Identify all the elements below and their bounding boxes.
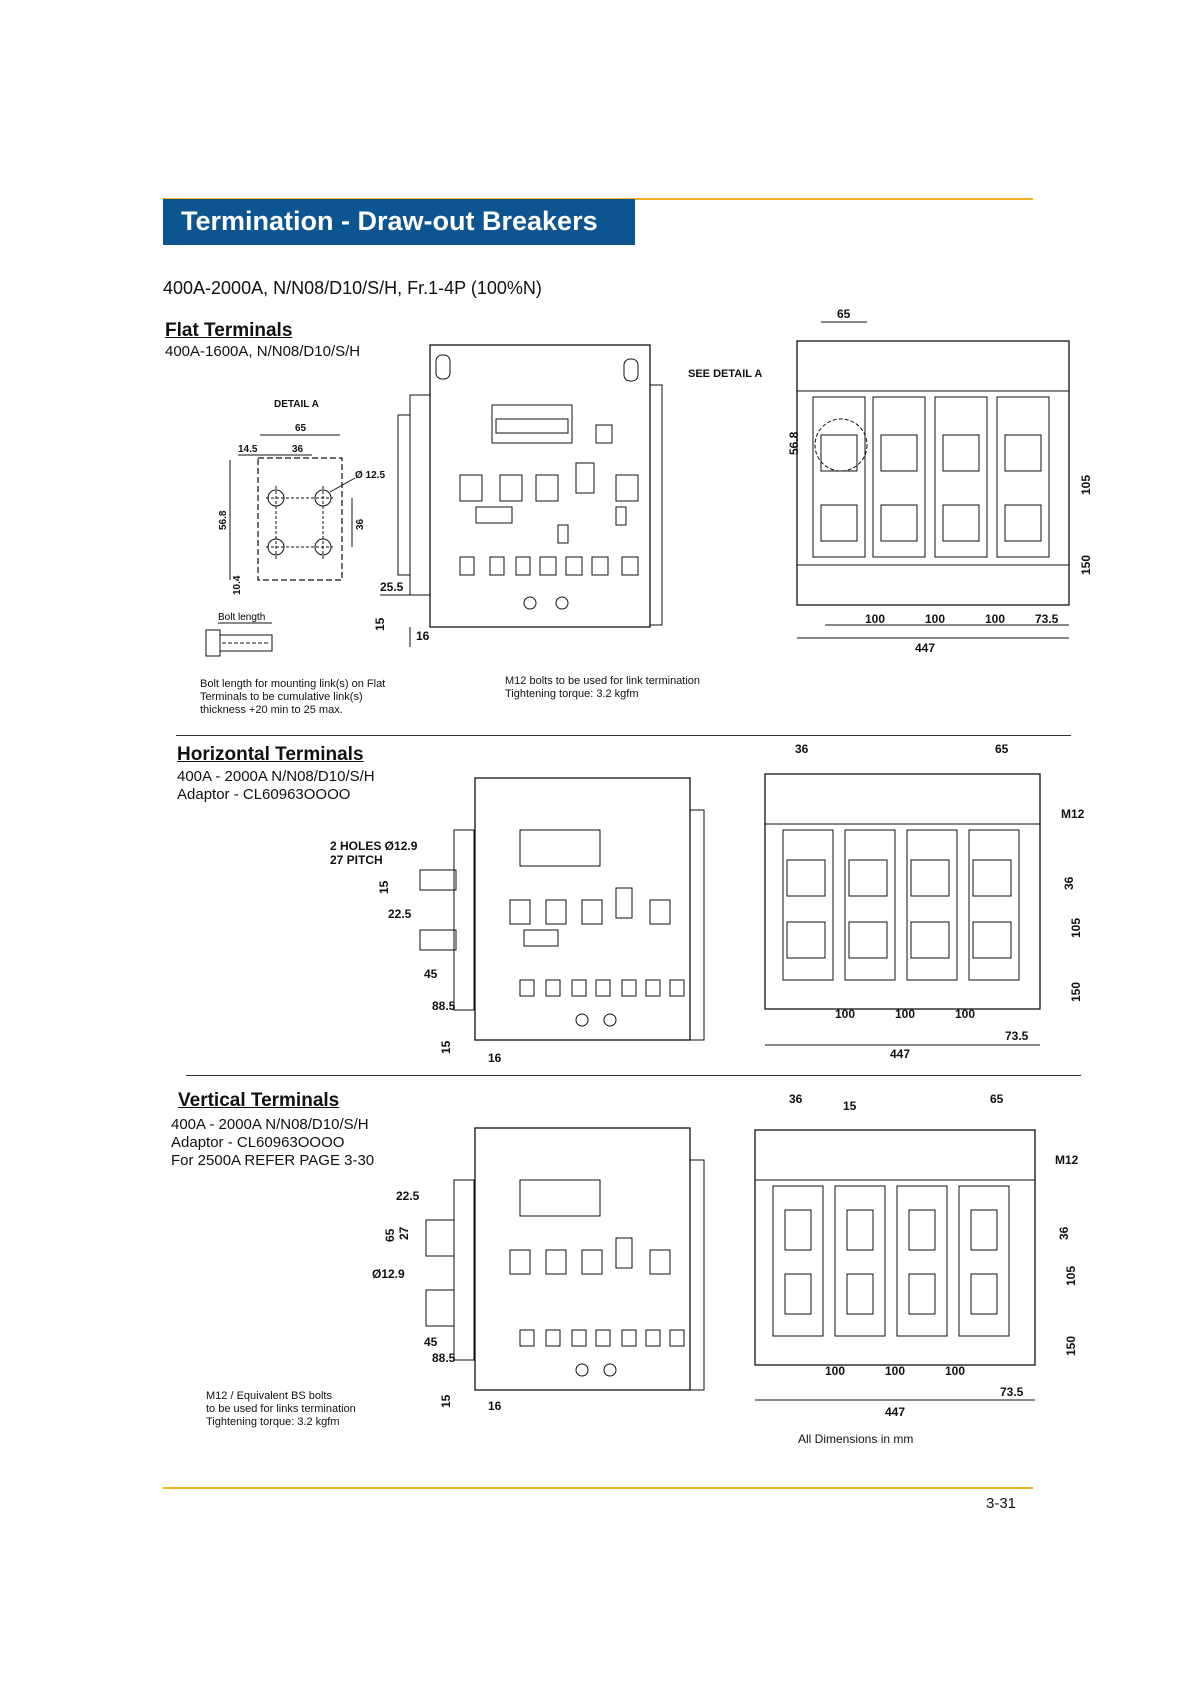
dim-detail-dia: Ø 12.5: [355, 470, 385, 481]
dim-h-f65: 65: [995, 742, 1009, 756]
dim-v-f150: 150: [1064, 1336, 1078, 1356]
dim-front-100a: 100: [865, 612, 885, 626]
dim-side-15: 15: [373, 617, 387, 631]
dim-h-s22-5: 22.5: [388, 907, 412, 921]
dim-detail-14-5: 14.5: [238, 444, 258, 455]
dim-v-f65: 65: [990, 1092, 1004, 1106]
dim-h-s15: 15: [377, 880, 391, 894]
dim-v-s22-5: 22.5: [396, 1189, 420, 1203]
dim-v-f100c: 100: [945, 1364, 965, 1378]
dim-v-f100a: 100: [825, 1364, 845, 1378]
dim-detail-36-side: 36: [355, 518, 366, 530]
dim-h-f36b: 36: [1062, 876, 1076, 890]
dim-h-s15b: 15: [439, 1040, 453, 1054]
dim-v-f36b: 36: [1057, 1226, 1071, 1240]
dim-v-f36: 36: [789, 1092, 803, 1106]
dim-v-fM12: M12: [1055, 1153, 1079, 1167]
divider-2: [186, 1075, 1081, 1076]
dim-h-s16: 16: [488, 1051, 502, 1065]
horizontal-side-view: 2 HOLES Ø12.9 27 PITCH 15 22.5 45 88.5 1…: [330, 777, 705, 1065]
dim-h-s88-5: 88.5: [432, 999, 456, 1013]
vertical-side-view: 22.5 65 27 Ø12.9 45 88.5 15 16: [372, 1127, 705, 1413]
dim-front-73-5: 73.5: [1035, 612, 1059, 626]
flat-m12-note: M12 bolts to be used for link terminatio…: [505, 675, 701, 700]
dim-h-f105: 105: [1069, 918, 1083, 938]
vertical-heading: Vertical Terminals: [178, 1090, 340, 1111]
all-dimensions-note: All Dimensions in mm: [798, 1432, 914, 1446]
vertical-bolt-note: M12 / Equivalent BS bolts to be used for…: [206, 1390, 356, 1428]
bolt-length-label: Bolt length: [218, 612, 265, 623]
dim-v-f105: 105: [1064, 1266, 1078, 1286]
dim-front-56-8: 56.8: [787, 431, 801, 455]
dim-h-fM12: M12: [1061, 807, 1085, 821]
horizontal-heading: Horizontal Terminals: [177, 744, 364, 765]
horizontal-sub2: Adaptor - CL60963OOOO: [177, 786, 351, 803]
dim-h-f36: 36: [795, 742, 809, 756]
dim-front-65: 65: [837, 307, 851, 321]
dim-v-f73-5: 73.5: [1000, 1385, 1024, 1399]
dim-h-f150: 150: [1069, 982, 1083, 1002]
dim-v-s27: 27: [397, 1226, 411, 1240]
flat-bolt-note: Bolt length for mounting link(s) on Flat…: [200, 678, 386, 716]
flat-front-view: 65 56.8 105 150 100 100 100 73.5 447: [787, 307, 1093, 655]
dim-detail-56-8: 56.8: [218, 510, 229, 530]
dim-front-447: 447: [915, 641, 935, 655]
dim-front-150: 150: [1079, 555, 1093, 575]
footer-rule: [163, 1487, 1033, 1489]
dim-v-f15: 15: [843, 1099, 857, 1113]
dim-h-f447: 447: [890, 1047, 910, 1061]
dim-front-105: 105: [1079, 475, 1093, 495]
vertical-sub3: For 2500A REFER PAGE 3-30: [171, 1152, 375, 1169]
dim-h-f100c: 100: [955, 1007, 975, 1021]
dim-v-s65: 65: [383, 1228, 397, 1242]
dim-v-s16: 16: [488, 1399, 502, 1413]
flat-side-view: 25.5 15 16: [373, 344, 663, 647]
dim-v-sdia: Ø12.9: [372, 1267, 405, 1281]
flat-subheading: 400A-1600A, N/N08/D10/S/H: [165, 343, 361, 360]
detail-a-title: DETAIL A: [274, 399, 319, 410]
dim-v-f100b: 100: [885, 1364, 905, 1378]
horizontal-holes-label: 2 HOLES Ø12.9: [330, 839, 418, 853]
page-title: Termination - Draw-out Breakers: [181, 206, 598, 236]
dim-h-f73-5: 73.5: [1005, 1029, 1029, 1043]
horizontal-sub1: 400A - 2000A N/N08/D10/S/H: [177, 768, 375, 785]
page-subtitle: 400A-2000A, N/N08/D10/S/H, Fr.1-4P (100%…: [163, 278, 542, 298]
dim-front-100c: 100: [985, 612, 1005, 626]
dim-front-100b: 100: [925, 612, 945, 626]
title-banner: Termination - Draw-out Breakers: [163, 199, 635, 245]
dim-v-f447: 447: [885, 1405, 905, 1419]
horizontal-pitch-label: 27 PITCH: [330, 853, 383, 867]
see-detail-label: SEE DETAIL A: [688, 368, 763, 380]
divider-1: [176, 735, 1071, 736]
flat-heading: Flat Terminals: [165, 320, 293, 341]
dim-h-f100b: 100: [895, 1007, 915, 1021]
vertical-front-view: 36 15 65 M12 36 105 150 100 100 100 73.5…: [754, 1092, 1079, 1419]
vertical-sub2: Adaptor - CL60963OOOO: [171, 1134, 345, 1151]
detail-a-drawing: DETAIL A 65 14.5 36 Ø 12.5 56.8 36 10.4 …: [205, 399, 385, 657]
dim-side-16: 16: [416, 629, 430, 643]
dim-detail-65: 65: [295, 423, 307, 434]
dim-h-f100a: 100: [835, 1007, 855, 1021]
page-number: 3-31: [986, 1495, 1017, 1512]
dim-side-25-5: 25.5: [380, 580, 404, 594]
dim-h-s45: 45: [424, 967, 438, 981]
dim-v-s45: 45: [424, 1335, 438, 1349]
dim-v-s88-5: 88.5: [432, 1351, 456, 1365]
dim-detail-10-4: 10.4: [232, 575, 243, 595]
horizontal-front-view: 36 65 M12 36 105 150 100 100 100 73.5 44…: [764, 742, 1085, 1061]
dim-detail-36-top: 36: [292, 444, 304, 455]
dim-v-s15: 15: [439, 1394, 453, 1408]
vertical-sub1: 400A - 2000A N/N08/D10/S/H: [171, 1116, 369, 1133]
